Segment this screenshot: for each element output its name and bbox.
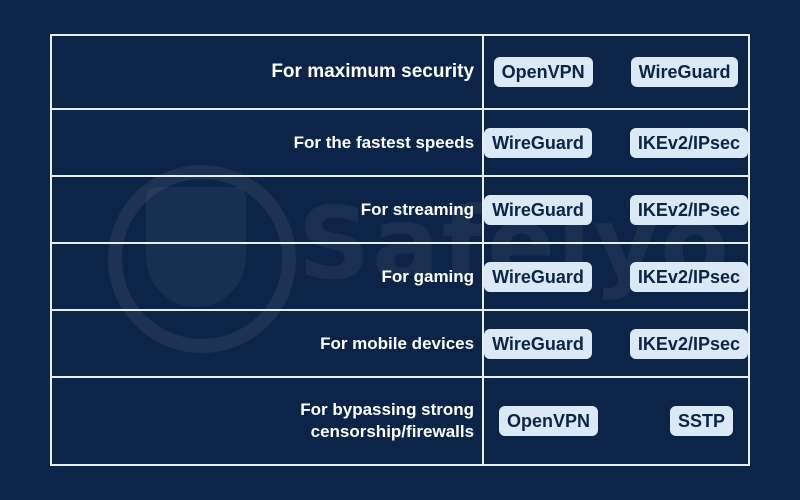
use-case-label: For bypassing strong censorship/firewall…: [49, 376, 485, 466]
protocol-tag: IKEv2/IPsec: [629, 328, 748, 359]
table-row: For streaming WireGuard IKEv2/IPsec: [49, 175, 750, 244]
protocol-tag: WireGuard: [484, 194, 592, 225]
use-case-label: For streaming: [49, 175, 485, 244]
table-row: For gaming WireGuard IKEv2/IPsec: [49, 242, 750, 311]
protocol-tag: OpenVPN: [499, 406, 599, 436]
use-case-label: For the fastest speeds: [49, 108, 485, 177]
use-case-label: For mobile devices: [49, 309, 485, 378]
protocol-tag: OpenVPN: [493, 57, 593, 87]
protocol-tag: WireGuard: [484, 127, 592, 158]
protocol-tag: WireGuard: [630, 57, 739, 87]
vpn-protocol-table: For maximum security OpenVPN WireGuard F…: [49, 34, 750, 466]
use-case-label: For gaming: [49, 242, 485, 311]
table-row: For bypassing strong censorship/firewall…: [49, 376, 750, 466]
table-row: For mobile devices WireGuard IKEv2/IPsec: [49, 309, 750, 378]
protocol-tag: WireGuard: [484, 261, 592, 292]
protocol-tag: SSTP: [670, 406, 734, 436]
protocol-tag: IKEv2/IPsec: [629, 261, 748, 292]
use-case-label: For maximum security: [49, 34, 485, 110]
protocol-tag: IKEv2/IPsec: [629, 127, 748, 158]
protocol-tag: WireGuard: [484, 328, 592, 359]
table-row: For maximum security OpenVPN WireGuard: [49, 34, 750, 110]
protocol-tag: IKEv2/IPsec: [629, 194, 748, 225]
table-row: For the fastest speeds WireGuard IKEv2/I…: [49, 108, 750, 177]
